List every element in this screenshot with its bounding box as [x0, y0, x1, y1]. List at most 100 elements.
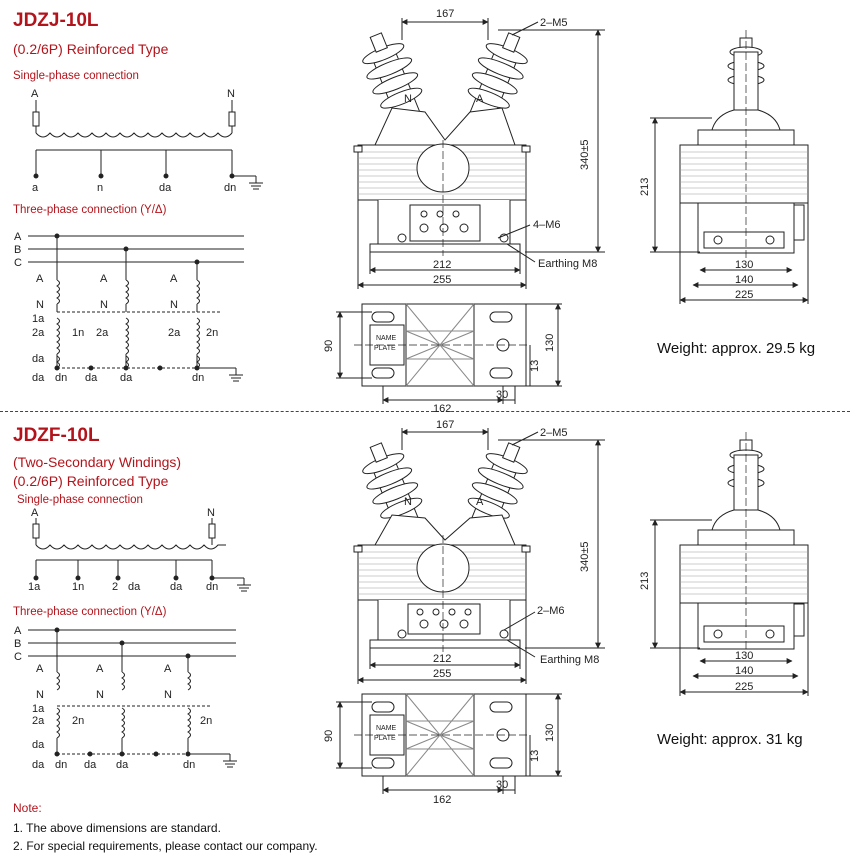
- m2-dim-225: 225: [735, 681, 753, 693]
- m2-tp-line-B: B: [14, 638, 21, 650]
- model2-single-phase-label: Single-phase connection: [17, 494, 143, 506]
- m2-tp-N-1: N: [36, 689, 44, 701]
- m2-tp-bottom-da-2: da: [84, 759, 97, 771]
- m2-dim-90: 90: [323, 730, 335, 742]
- m1-sp-terminal-a: a: [32, 182, 39, 194]
- m1-tp-1a: 1a: [32, 313, 45, 325]
- model2-bottom-view: [336, 693, 562, 794]
- m1-dim-13: 13: [529, 360, 541, 372]
- m2-tp-N-3: N: [164, 689, 172, 701]
- m1-dim-30: 30: [496, 389, 508, 401]
- m2-tp-N-2: N: [96, 689, 104, 701]
- model1-three-phase-diagram: [28, 233, 244, 382]
- m2-sp-terminal-N: N: [207, 507, 215, 519]
- model2-three-phase-diagram: [28, 627, 237, 768]
- model1-weight: Weight: approx. 29.5 kg: [657, 340, 816, 357]
- model1-title: JDZJ-10L: [13, 10, 99, 31]
- m1-sp-terminal-n: n: [97, 182, 103, 194]
- m2-dim-213: 213: [639, 572, 651, 590]
- m2-dim-255: 255: [433, 668, 451, 680]
- m1-tp-2a: 2a: [32, 327, 45, 339]
- m2-dim-m6: 2–M6: [537, 605, 565, 617]
- m1-bushing-A: A: [476, 93, 484, 105]
- m2-tp-bottom-da: da: [32, 759, 45, 771]
- note-item-1: 1. The above dimensions are standard.: [13, 821, 221, 835]
- m2-tp-A-1: A: [36, 663, 44, 675]
- m2-sp-terminal-1a: 1a: [28, 581, 41, 593]
- m1-earthing: Earthing M8: [538, 258, 597, 270]
- m1-tp-2n: 2n: [206, 327, 218, 339]
- m2-tp-A-2: A: [96, 663, 104, 675]
- model1-bottom-view: [336, 303, 562, 404]
- m2-dim-30: 30: [496, 779, 508, 791]
- m1-dim-90: 90: [323, 340, 335, 352]
- model2-three-phase-label: Three-phase connection (Y/Δ): [13, 606, 167, 618]
- m1-dim-212: 212: [433, 259, 451, 271]
- m2-sp-terminal-2: 2: [112, 581, 118, 593]
- m2-tp-line-A: A: [14, 625, 22, 637]
- m2-tp-A-3: A: [164, 663, 172, 675]
- model2-front-view: [353, 428, 605, 684]
- m2-sp-terminal-da: da: [128, 581, 141, 593]
- model1-side-view: [650, 30, 809, 304]
- m2-tp-bottom-dn: dn: [55, 759, 67, 771]
- m2-tp-2n-c: 2n: [200, 715, 212, 727]
- m1-tp-bottom-da: da: [32, 372, 45, 384]
- m1-dim-140: 140: [735, 274, 753, 286]
- model1-three-phase-label: Three-phase connection (Y/Δ): [13, 204, 167, 216]
- m2-bushing-A: A: [476, 496, 484, 508]
- model2-subtitle-1: (Two-Secondary Windings): [13, 454, 182, 470]
- m2-dim-140: 140: [735, 665, 753, 677]
- m1-dim-130: 130: [735, 259, 753, 271]
- m1-bushing-N: N: [404, 93, 412, 105]
- m2-dim-130: 130: [735, 650, 753, 662]
- model2-weight: Weight: approx. 31 kg: [657, 731, 803, 748]
- m2-sp-terminal-1n: 1n: [72, 581, 84, 593]
- m1-tp-A-3: A: [170, 273, 178, 285]
- m1-tp-bottom-da-3: da: [120, 372, 133, 384]
- model1-single-phase-diagram: [32, 100, 263, 190]
- m1-tp-bottom-dn-2: dn: [192, 372, 204, 384]
- note-item-2: 2. For special requirements, please cont…: [13, 839, 318, 853]
- m2-sp-terminal-dn: dn: [206, 581, 218, 593]
- m1-tp-2a-c: 2a: [168, 327, 181, 339]
- m1-tp-A-1: A: [36, 273, 44, 285]
- model1-front-view: [353, 18, 605, 289]
- model1-single-phase-label: Single-phase connection: [13, 70, 139, 82]
- m1-dim-255: 255: [433, 274, 451, 286]
- m2-tp-line-C: C: [14, 651, 22, 663]
- m1-tp-A-2: A: [100, 273, 108, 285]
- m2-tp-2a: 2a: [32, 715, 45, 727]
- m2-nameplate-2: PLATE: [374, 735, 396, 742]
- model2-subtitle-2: (0.2/6P) Reinforced Type: [13, 473, 169, 489]
- section-divider: [0, 411, 850, 412]
- m1-sp-terminal-dn: dn: [224, 182, 236, 194]
- m1-tp-line-C: C: [14, 257, 22, 269]
- m2-bushing-N: N: [404, 496, 412, 508]
- m1-nameplate-1: NAME: [376, 335, 397, 342]
- m2-dim-340: 340±5: [579, 541, 591, 572]
- m1-tp-line-A: A: [14, 231, 22, 243]
- m1-nameplate-2: PLATE: [374, 345, 396, 352]
- m2-earthing: Earthing M8: [540, 654, 599, 666]
- model2-side-view: [650, 432, 809, 696]
- m2-dim-130b: 130: [544, 724, 556, 742]
- m2-dim-167: 167: [436, 419, 454, 431]
- m1-sp-terminal-N: N: [227, 88, 235, 100]
- m1-dim-167: 167: [436, 8, 454, 20]
- m2-sp-terminal-da-2: da: [170, 581, 183, 593]
- m1-sp-terminal-da: da: [159, 182, 172, 194]
- m2-dim-212: 212: [433, 653, 451, 665]
- m1-dim-225: 225: [735, 289, 753, 301]
- m2-tp-bottom-dn-2: dn: [183, 759, 195, 771]
- m1-tp-bottom-da-2: da: [85, 372, 98, 384]
- m2-dim-m5: 2–M5: [540, 427, 568, 439]
- m2-dim-162: 162: [433, 794, 451, 806]
- m1-tp-da: da: [32, 353, 45, 365]
- m1-dim-m5: 2–M5: [540, 17, 568, 29]
- notes-heading: Note:: [13, 801, 42, 815]
- m1-dim-340: 340±5: [579, 139, 591, 170]
- m2-sp-terminal-A: A: [31, 507, 39, 519]
- model2-single-phase-diagram: [32, 518, 251, 592]
